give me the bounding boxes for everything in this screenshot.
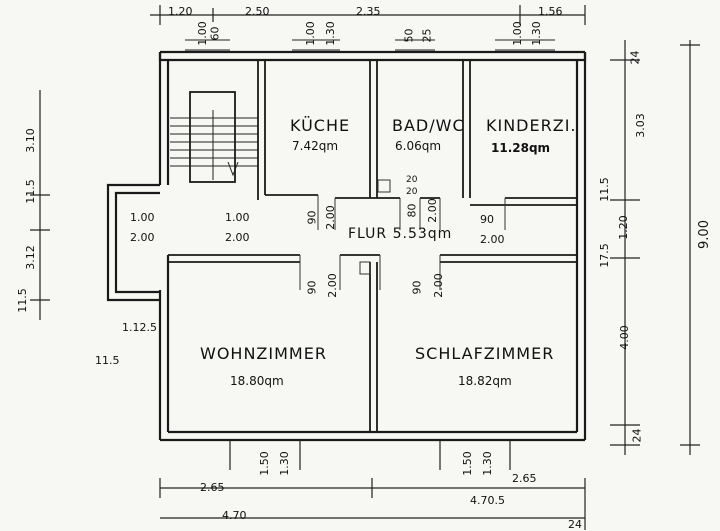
dim-right-kinder: 3.03 xyxy=(633,113,647,138)
window-3-width: 50 xyxy=(402,28,416,43)
door-3-height: 2.00 xyxy=(425,198,439,223)
room-bad-name: BAD/WC xyxy=(392,116,465,135)
dim-right-total: 9.00 xyxy=(696,220,712,249)
room-wohn-area: 18.80qm xyxy=(230,374,284,388)
dim-left-f: 11.5 xyxy=(95,354,120,367)
dim-right-flur: 1.20 xyxy=(616,215,630,240)
balcony-door-height: 2.00 xyxy=(130,231,155,244)
room-schlaf-area: 18.82qm xyxy=(458,374,512,388)
bottom-dimension-lines xyxy=(159,440,586,530)
dim-bottom-a: 2.65 xyxy=(200,481,225,494)
window-4-height: 1.30 xyxy=(529,21,543,46)
door-3-width: 80 xyxy=(405,203,419,218)
room-bad-area: 6.06qm xyxy=(395,139,442,153)
dim-bottom-c: 4.70 xyxy=(222,509,247,522)
door-4-width: 90 xyxy=(480,213,494,226)
dim-left-c: 3.12 xyxy=(23,245,37,270)
dim-right-bottom: 24 xyxy=(630,428,644,443)
room-flur-name: FLUR 5.53qm xyxy=(348,226,453,242)
room-wohn-name: WOHNZIMMER xyxy=(200,344,327,363)
window-marks-top xyxy=(185,39,555,51)
dim-right-wall2: 17.5 xyxy=(597,243,611,268)
dim-left-a: 3.10 xyxy=(23,128,37,153)
vent-height: 20 xyxy=(406,187,418,197)
dim-top-d: 1.56 xyxy=(538,5,563,18)
dim-left-d: 11.5 xyxy=(15,288,29,313)
interior-walls xyxy=(168,60,577,432)
dim-right-wall: 11.5 xyxy=(597,177,611,202)
door-2-width: 90 xyxy=(305,210,319,225)
window-1-width: 1.00 xyxy=(195,21,209,46)
bottom-window-2-height: 1.30 xyxy=(480,451,494,476)
door-6-width: 90 xyxy=(410,280,424,295)
staircase xyxy=(170,110,258,180)
balcony-door-width: 1.00 xyxy=(130,211,155,224)
dim-left-e: 1.12.5 xyxy=(122,321,157,334)
door-swings xyxy=(299,179,506,290)
bottom-window-2-width: 1.50 xyxy=(460,451,474,476)
dim-top-b: 2.50 xyxy=(245,5,270,18)
room-kinder-area: 11.28qm xyxy=(491,141,551,155)
dim-top-a: 1.20 xyxy=(168,5,193,18)
bottom-window-1-width: 1.50 xyxy=(257,451,271,476)
room-kueche-area: 7.42qm xyxy=(292,139,339,153)
room-kinder-name: KINDERZI. xyxy=(486,116,577,135)
window-4-width: 1.00 xyxy=(510,21,524,46)
dim-bottom-e: 24 xyxy=(568,518,582,531)
dim-top-c: 2.35 xyxy=(356,5,381,18)
door-1-width: 1.00 xyxy=(225,211,250,224)
dim-bottom-b: 2.65 xyxy=(512,472,537,485)
door-5-height: 2.00 xyxy=(325,273,339,298)
right-dimension-lines xyxy=(610,40,700,455)
window-3-height: 25 xyxy=(420,28,434,43)
outer-walls xyxy=(106,50,587,442)
dim-left-b: 11.5 xyxy=(23,179,37,204)
door-6-height: 2.00 xyxy=(431,273,445,298)
room-schlaf-name: SCHLAFZIMMER xyxy=(415,344,555,363)
dim-right-top: 24 xyxy=(628,50,642,65)
vent-width: 20 xyxy=(406,175,418,185)
room-kueche-name: KÜCHE xyxy=(290,116,351,135)
door-2-height: 2.00 xyxy=(323,205,337,230)
window-1-height: 60 xyxy=(208,26,222,41)
door-1-height: 2.00 xyxy=(225,231,250,244)
dim-bottom-d: 4.70.5 xyxy=(470,494,505,507)
dim-right-schlaf: 4.00 xyxy=(617,325,631,350)
door-5-width: 90 xyxy=(305,280,319,295)
window-2-width: 1.00 xyxy=(303,21,317,46)
door-4-height: 2.00 xyxy=(480,233,505,246)
window-2-height: 1.30 xyxy=(323,21,337,46)
left-dimension-lines xyxy=(30,90,50,320)
top-dimension-line xyxy=(150,5,586,25)
bottom-window-1-height: 1.30 xyxy=(277,451,291,476)
